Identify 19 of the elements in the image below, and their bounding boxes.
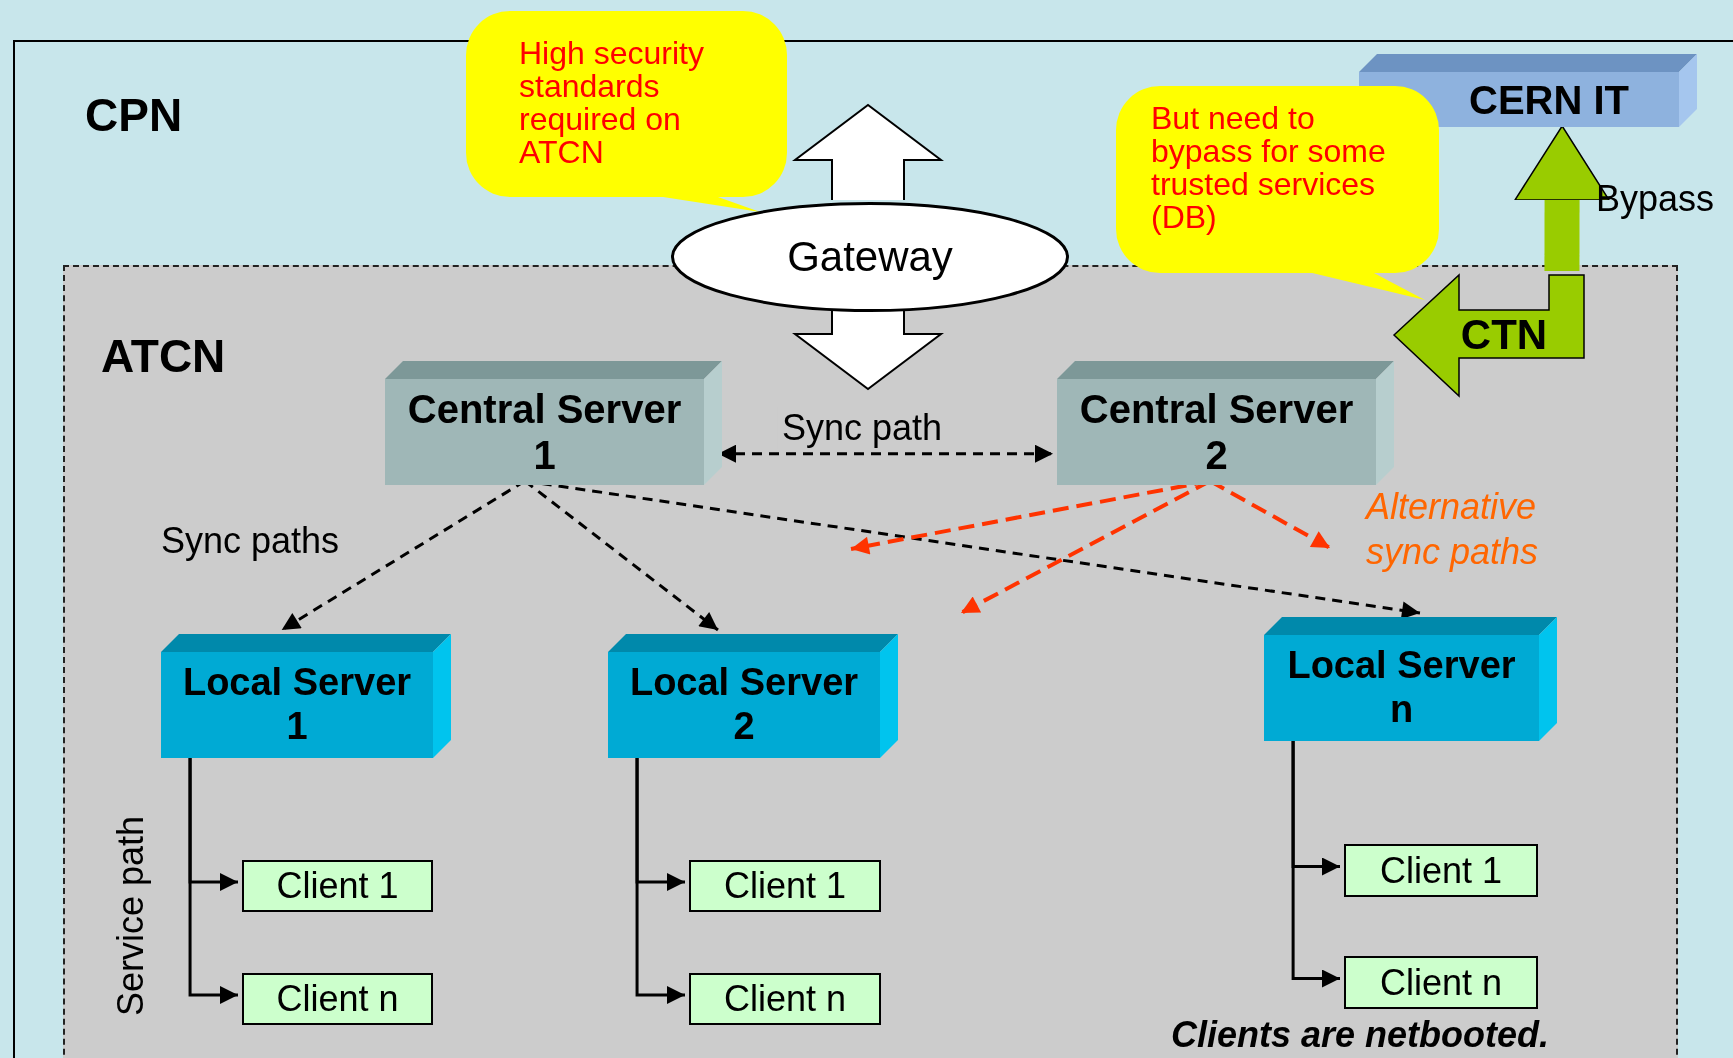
arrow-shape: CTN: [1394, 275, 1584, 396]
client-box: Client n: [242, 973, 433, 1025]
client-box: Client 1: [242, 860, 433, 912]
axis-label: Service path: [108, 815, 152, 1017]
block-arrow: [1514, 125, 1610, 271]
client-box: Client n: [1344, 956, 1538, 1009]
zone-title: ATCN: [101, 329, 226, 383]
note-text: Clients are netbooted.: [1171, 1013, 1550, 1057]
gateway-ellipse: Gateway: [671, 202, 1069, 312]
client-box: Client n: [689, 973, 881, 1025]
edge-label: Bypass: [1595, 178, 1716, 220]
annotation-text: Sync paths: [161, 519, 340, 563]
annotation-text: Alternative sync paths: [1366, 485, 1540, 574]
block-arrow: [792, 103, 944, 201]
network-zone: [13, 40, 1733, 1058]
client-box: Client 1: [689, 860, 881, 912]
client-box: Client 1: [1344, 844, 1538, 897]
block-arrow: [792, 309, 944, 391]
zone-title: CPN: [85, 88, 183, 142]
